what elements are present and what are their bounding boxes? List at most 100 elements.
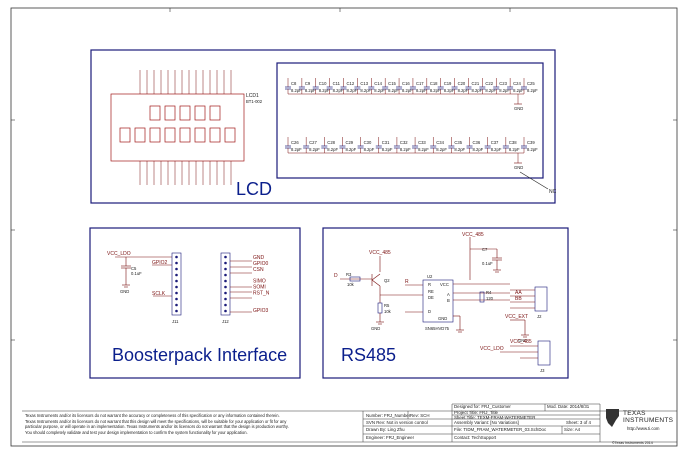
tb-project-title: Project Title: FRJ_Title bbox=[454, 410, 498, 415]
lcd-section-title: LCD bbox=[236, 179, 273, 199]
j12-pin bbox=[224, 255, 227, 259]
cap-value: 8.2pF bbox=[291, 88, 302, 93]
disclaimer-line-4: You should completely validate and test … bbox=[25, 429, 248, 435]
boosterpack-section-title: Boosterpack Interface bbox=[112, 345, 288, 365]
rs-bus-aa: AA bbox=[515, 290, 522, 296]
lcd-outline bbox=[110, 93, 245, 162]
rs-r5-value: 10k bbox=[384, 309, 392, 314]
j12-pin bbox=[224, 279, 227, 283]
cap-ref: C30 bbox=[364, 140, 372, 145]
tb-contact: Contact: TechSupport bbox=[454, 435, 497, 440]
lcd-capacitor-array: C88.2pFC98.2pFC108.2pFC118.2pFC128.2pFC1… bbox=[285, 78, 538, 170]
cap-value: 8.2pF bbox=[527, 147, 538, 152]
cap-ref: C14 bbox=[374, 81, 382, 86]
j12-net-label: RST_N bbox=[253, 290, 270, 296]
cap-value: 8.2pF bbox=[402, 88, 413, 93]
logo-line-1: TEXAS bbox=[623, 410, 646, 417]
cap-value: 8.2pF bbox=[499, 88, 510, 93]
cap-ref: C27 bbox=[309, 140, 317, 145]
cap-ref: C34 bbox=[436, 140, 444, 145]
cap-ref: C12 bbox=[347, 81, 355, 86]
cap-ref: C38 bbox=[509, 140, 517, 145]
rs-u-pin-r: R bbox=[428, 282, 431, 287]
ti-logo-mark bbox=[606, 409, 619, 427]
j12-pin bbox=[224, 303, 227, 307]
j12-net-label: SOMI bbox=[253, 285, 266, 291]
boosterpack-pin-dots bbox=[175, 255, 227, 313]
lcd-digit-upper bbox=[209, 105, 221, 121]
cap-ref: C28 bbox=[327, 140, 335, 145]
bp-gnd-label: GND bbox=[120, 289, 129, 294]
cap-ref: C39 bbox=[527, 140, 535, 145]
cap-value: 8.2pF bbox=[458, 88, 469, 93]
cap-ref: C29 bbox=[345, 140, 353, 145]
cap-ref: C16 bbox=[402, 81, 410, 86]
cap-ref: C19 bbox=[444, 81, 452, 86]
ti-logo-text: TEXAS INSTRUMENTS bbox=[623, 410, 673, 424]
rs-u-pin-de: DE bbox=[428, 295, 434, 300]
cap-ref: C18 bbox=[430, 81, 438, 86]
cap-value: 8.2pF bbox=[527, 88, 538, 93]
cap-value: 8.2pF bbox=[319, 88, 330, 93]
cap-value: 8.2pF bbox=[454, 147, 465, 152]
cap-ref: C33 bbox=[418, 140, 426, 145]
rs-r3-value: 10k bbox=[347, 282, 355, 287]
rs-j-top: J2 bbox=[537, 314, 542, 319]
lcd-digit-upper bbox=[149, 105, 161, 121]
cap-ref: C24 bbox=[513, 81, 521, 86]
disclaimer-line-1: Texas Instruments and/or its licensors d… bbox=[25, 413, 280, 418]
lcd-digit-lower bbox=[149, 127, 161, 143]
j11-pin bbox=[175, 297, 178, 301]
cap-value: 8.2pF bbox=[430, 88, 441, 93]
cap-ref: C35 bbox=[454, 140, 462, 145]
ti-copyright: ©Texas Instruments 2014 bbox=[612, 441, 653, 445]
cap-value: 8.2pF bbox=[473, 147, 484, 152]
j11-pin bbox=[175, 291, 178, 295]
cap-ref: C32 bbox=[400, 140, 408, 145]
tb-rev: Rev: SCH bbox=[410, 413, 430, 418]
nc-leader bbox=[519, 171, 549, 190]
cap-value: 8.2pF bbox=[333, 88, 344, 93]
rs-u-b: B bbox=[447, 298, 450, 303]
lcd-digit-lower bbox=[194, 127, 206, 143]
rs-vcc-ldo: VCC_LDO bbox=[480, 346, 504, 352]
rs-net-d: D bbox=[334, 273, 338, 279]
cap-value: 8.2pF bbox=[436, 147, 447, 152]
cap-gnd-label: GND bbox=[514, 165, 523, 170]
rs-bus-bb: BB bbox=[515, 296, 522, 302]
bp-cap-ref: C5 bbox=[131, 266, 137, 271]
rs-u-vcc: VCC bbox=[440, 282, 449, 287]
rs-u-ref: U2 bbox=[427, 274, 433, 279]
rs-u-pin-d: D bbox=[428, 309, 431, 314]
j12-net-label: GND bbox=[253, 255, 265, 261]
sheet-border bbox=[10, 7, 678, 447]
j12-net-label: GPIO3 bbox=[253, 308, 269, 314]
cap-value: 8.2pF bbox=[400, 147, 411, 152]
rs-q-ref: Q2 bbox=[384, 278, 390, 283]
lcd-digit-lower bbox=[134, 127, 146, 143]
bp-net-sclk: SCLK bbox=[152, 291, 166, 297]
cap-ref: C8 bbox=[291, 81, 297, 86]
j11-pin bbox=[175, 303, 178, 307]
j11-pin bbox=[175, 285, 178, 289]
cap-ref: C15 bbox=[388, 81, 396, 86]
disclaimer-line-2: Texas Instruments and/or its licensors d… bbox=[25, 418, 287, 424]
cap-ref: C20 bbox=[458, 81, 466, 86]
cap-value: 8.2pF bbox=[364, 147, 375, 152]
rs-u-part: SN65HVD75 bbox=[425, 326, 450, 331]
lcd-digit-upper bbox=[194, 105, 206, 121]
boosterpack-section-frame bbox=[89, 227, 301, 379]
rs-vcc-cap: VCC_485 bbox=[462, 232, 484, 238]
cap-value: 8.2pF bbox=[416, 88, 427, 93]
cap-gnd-label: GND bbox=[514, 106, 523, 111]
rs-vcc-ext: VCC_EXT bbox=[505, 314, 528, 320]
lcd-ref: LCD1 bbox=[246, 93, 259, 99]
rs-u-a: A bbox=[447, 292, 450, 297]
rs-vcc-top: VCC_485 bbox=[369, 250, 391, 256]
lcd-digit-upper bbox=[164, 105, 176, 121]
zone-ticks bbox=[11, 8, 677, 341]
rs-u-pin-re: RE bbox=[428, 289, 434, 294]
rs485-section-frame bbox=[322, 227, 569, 379]
lcd-digit-upper bbox=[179, 105, 191, 121]
cap-ref: C17 bbox=[416, 81, 424, 86]
